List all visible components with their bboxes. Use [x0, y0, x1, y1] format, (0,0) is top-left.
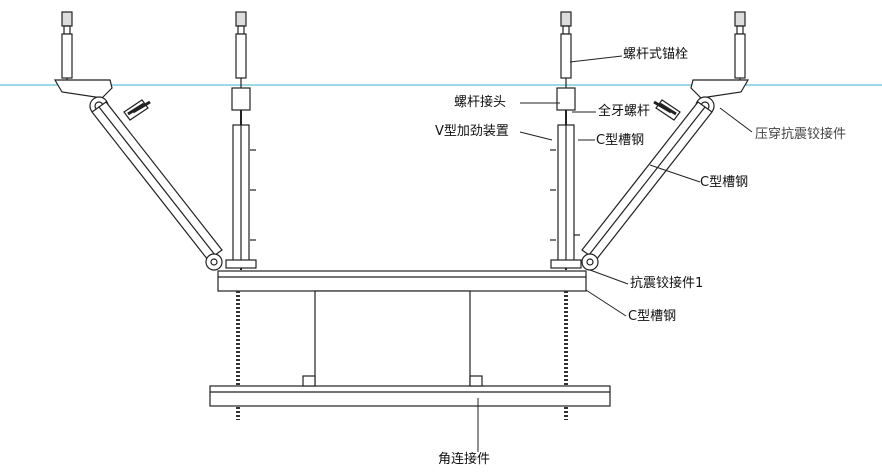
label-v-stiffener: V型加劲装置 [435, 124, 509, 139]
anchor-bolt-1 [61, 11, 73, 90]
label-c-channel-beam: C型槽钢 [628, 309, 677, 324]
label-corner-connector: 角连接件 [438, 452, 491, 467]
label-anchor-bolt: 螺杆式锚栓 [623, 47, 689, 62]
equipment-block [314, 290, 471, 392]
leader-lines [477, 55, 753, 452]
label-hinge-1: 抗震铰接件1 [630, 276, 704, 291]
label-press-hinge: 压穿抗震铰接件 [755, 127, 847, 142]
label-full-thread-rod: 全牙螺杆 [598, 104, 651, 119]
diagonal-brace-left [91, 99, 223, 271]
anchor-bolt-3 [560, 11, 572, 90]
vertical-hanger-left [225, 87, 257, 270]
label-c-channel-vertical: C型槽钢 [596, 133, 645, 148]
label-rod-connector: 螺杆接头 [454, 95, 507, 110]
vertical-hanger-right [550, 87, 582, 270]
anchor-bolt-4 [734, 11, 746, 90]
anchor-bolt-2 [235, 11, 247, 90]
top-bracket-right [690, 79, 750, 116]
label-c-channel-diagonal: C型槽钢 [700, 175, 749, 190]
top-beam [217, 270, 587, 292]
diagonal-brace-right [581, 99, 713, 271]
bottom-beam [209, 375, 611, 407]
